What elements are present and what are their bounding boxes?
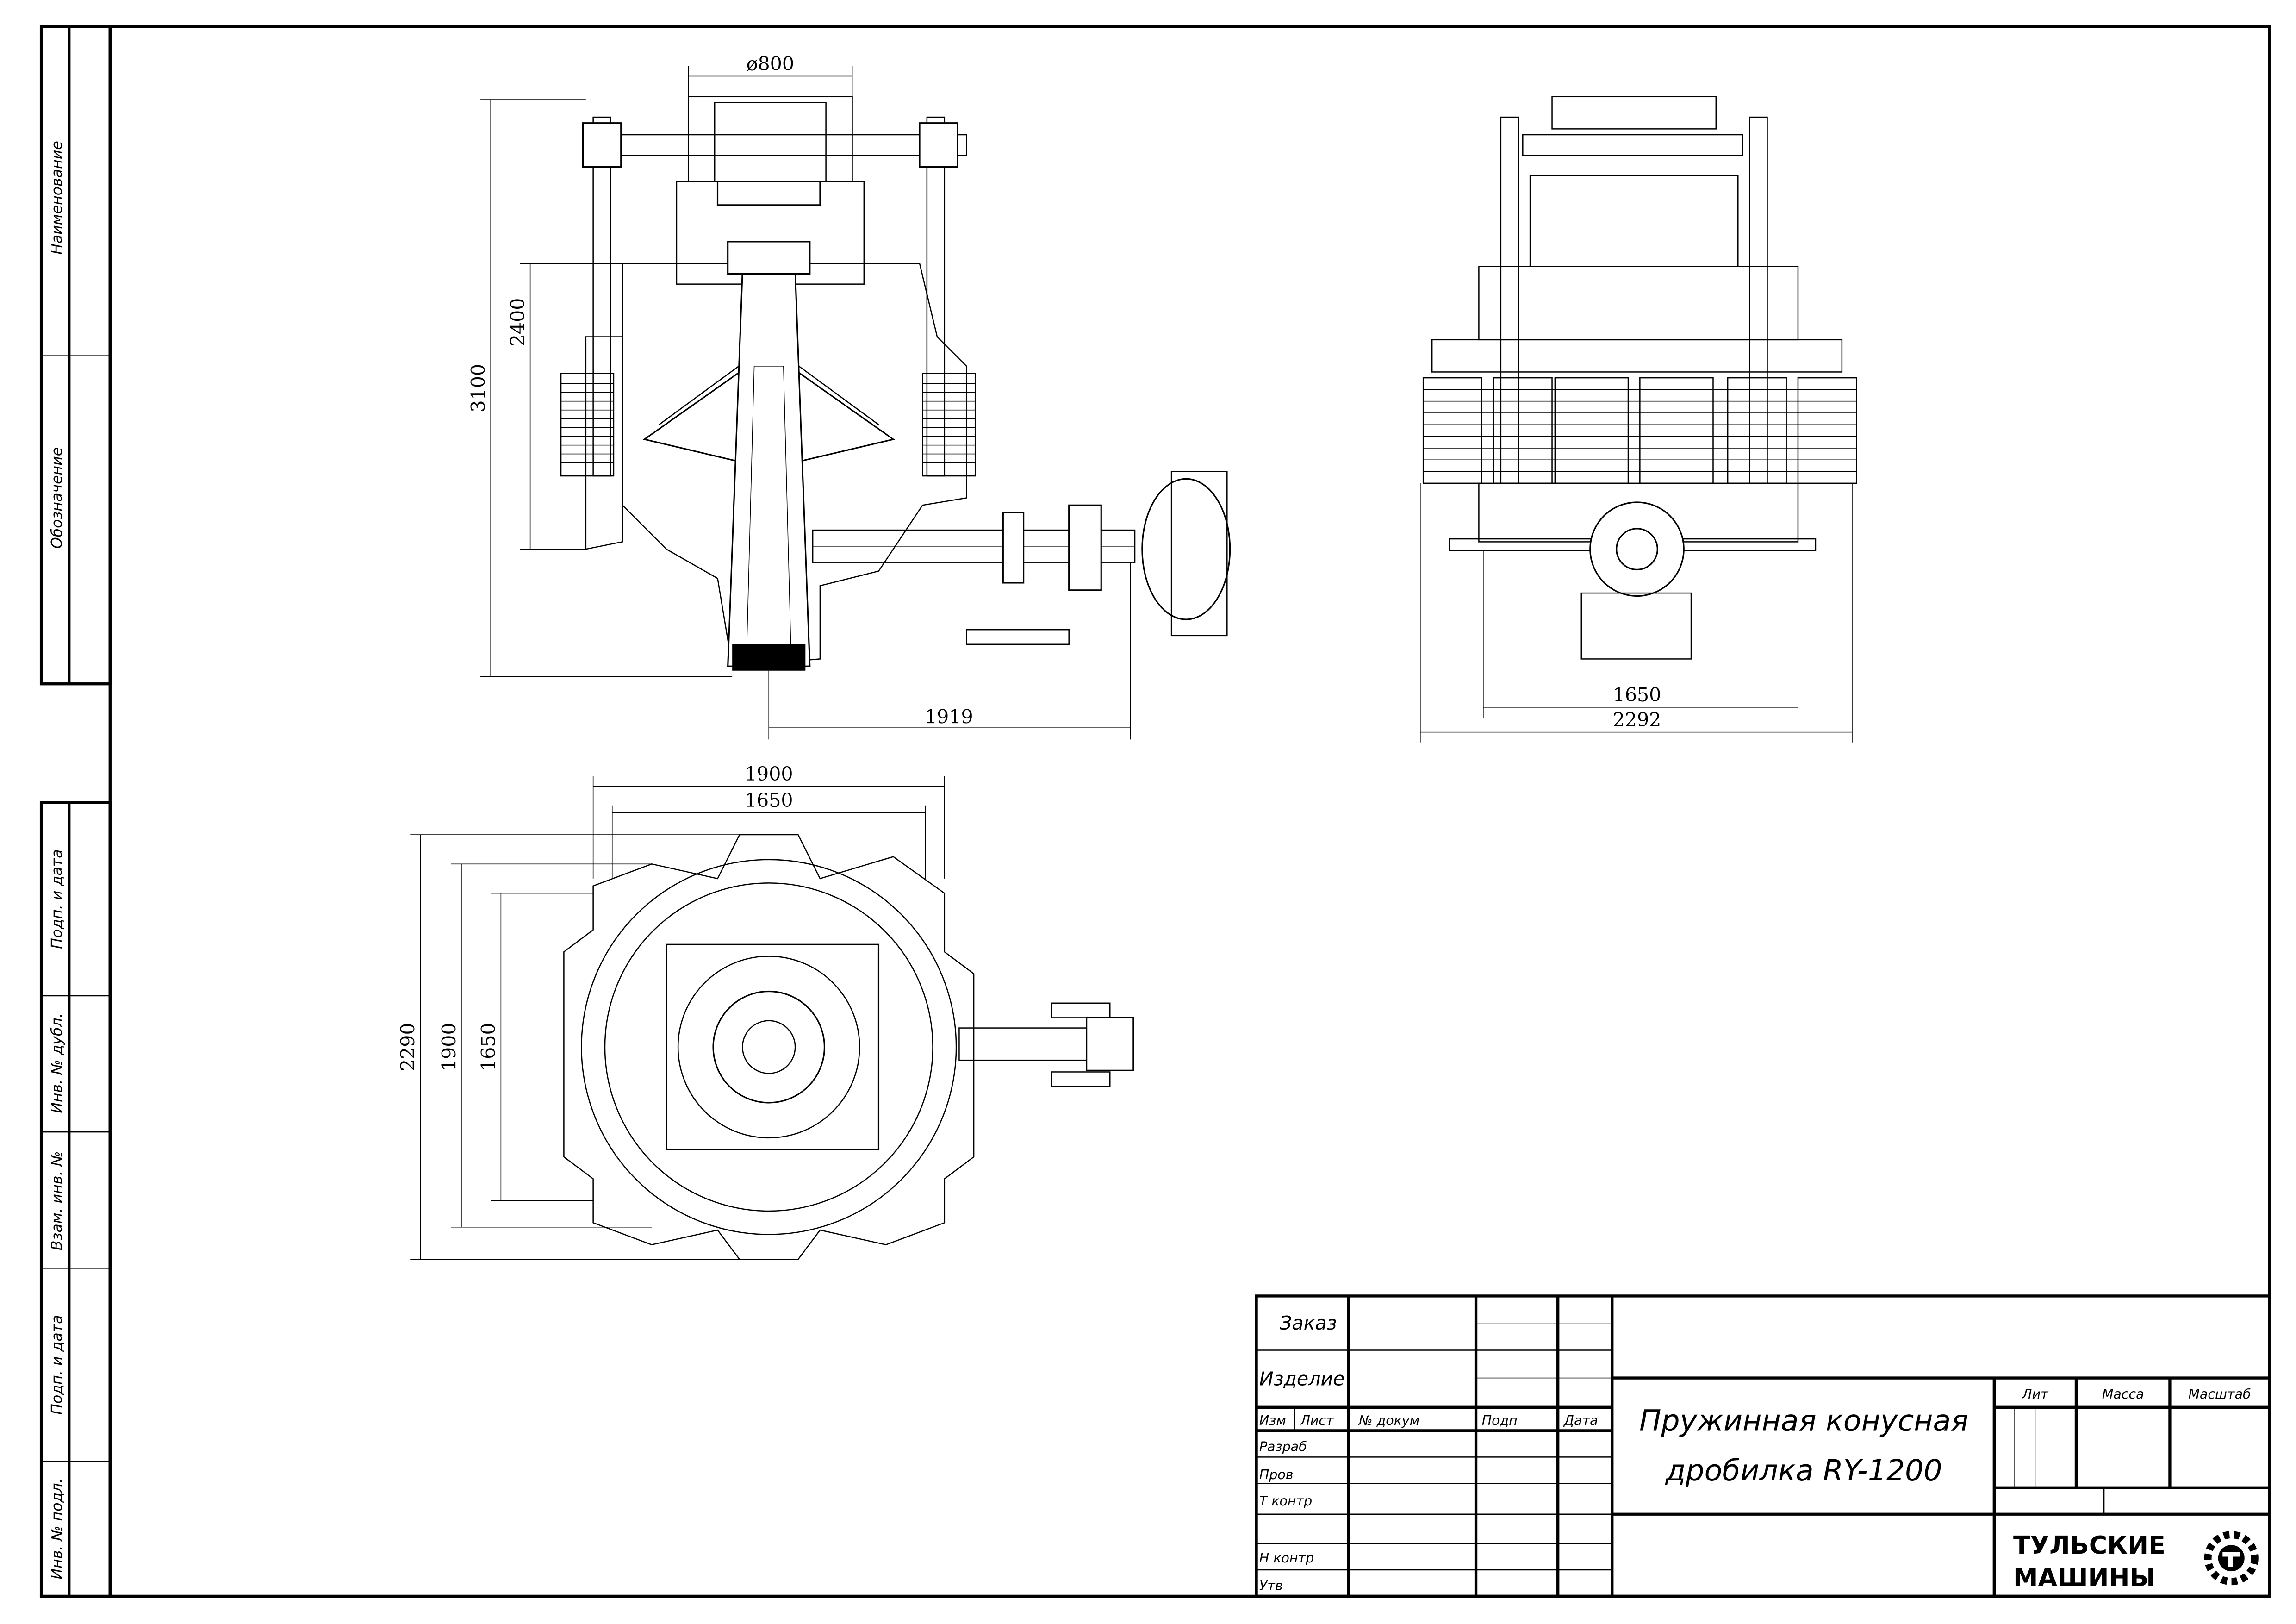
product-label: Изделие xyxy=(1259,1368,1345,1390)
dim-top-h-mid: 1900 xyxy=(438,1023,460,1071)
dim-top-h-inner: 1650 xyxy=(478,1023,500,1071)
top-view: 1900 1650 2290 1900 1650 xyxy=(397,763,1134,1260)
role-checker: Пров xyxy=(1259,1467,1294,1482)
strip-label-designation: Обозначение xyxy=(49,447,65,549)
dim-top-w-inner: 1650 xyxy=(745,789,793,812)
role-tech-control: Т контр xyxy=(1259,1493,1312,1509)
dim-side-width-inner: 1650 xyxy=(1613,684,1661,706)
order-label: Заказ xyxy=(1280,1312,1337,1334)
role-developer: Разраб xyxy=(1259,1439,1307,1455)
drawing-frame xyxy=(108,25,2271,1598)
header-sign: Подп xyxy=(1482,1413,1518,1428)
dim-height-body: 2400 xyxy=(507,298,529,347)
drawing-title-line2: дробилка RY-1200 xyxy=(1665,1453,1942,1487)
company-name-line1: ТУЛЬСКИЕ xyxy=(2013,1530,2165,1560)
dim-height-total: 3100 xyxy=(467,364,490,412)
gear-logo-icon xyxy=(2204,1531,2259,1586)
strip-label-sign-date: Подп. и дата xyxy=(49,849,65,949)
role-norm-control: Н контр xyxy=(1259,1550,1314,1566)
dim-feed-diameter: ø800 xyxy=(747,53,794,75)
header-list: Лист xyxy=(1300,1413,1334,1428)
side-springs xyxy=(1422,377,1857,484)
strip-label-repl-inv: Взам. инв. № xyxy=(49,1151,65,1250)
company-logo: ТУЛЬСКИЕ МАШИНЫ xyxy=(2013,1530,2259,1592)
title-block: Заказ Изделие Изм Лист № докум Подп Дата… xyxy=(1255,1294,2271,1598)
mass-label: Масса xyxy=(2102,1387,2144,1402)
drawing-title-line1: Пружинная конусная xyxy=(1639,1403,1968,1437)
strip-label-orig-inv: Инв. № подл. xyxy=(49,1478,65,1579)
scale-label: Масштаб xyxy=(2188,1387,2251,1402)
strip-label-dup-inv: Инв. № дубл. xyxy=(49,1013,65,1113)
dim-side-width-total: 2292 xyxy=(1613,709,1661,731)
strip-label-sign-date-2: Подп. и дата xyxy=(49,1315,65,1414)
dim-top-h-total: 2290 xyxy=(397,1023,419,1071)
strip-label-name: Наименование xyxy=(49,141,65,255)
company-name-line2: МАШИНЫ xyxy=(2013,1563,2155,1592)
side-strip: Наименование Обозначение Подп. и дата Ин… xyxy=(39,25,112,1598)
side-view: 1650 2292 xyxy=(1420,96,1857,743)
front-view: ø800 3100 2400 1919 xyxy=(467,53,1231,740)
header-izm: Изм xyxy=(1259,1413,1286,1428)
dim-top-w-outer: 1900 xyxy=(745,763,793,785)
dim-length: 1919 xyxy=(925,706,973,728)
header-doc-no: № докум xyxy=(1358,1413,1419,1428)
role-approved: Утв xyxy=(1259,1578,1283,1593)
header-date: Дата xyxy=(1563,1413,1598,1428)
lit-label: Лит xyxy=(2022,1387,2049,1402)
